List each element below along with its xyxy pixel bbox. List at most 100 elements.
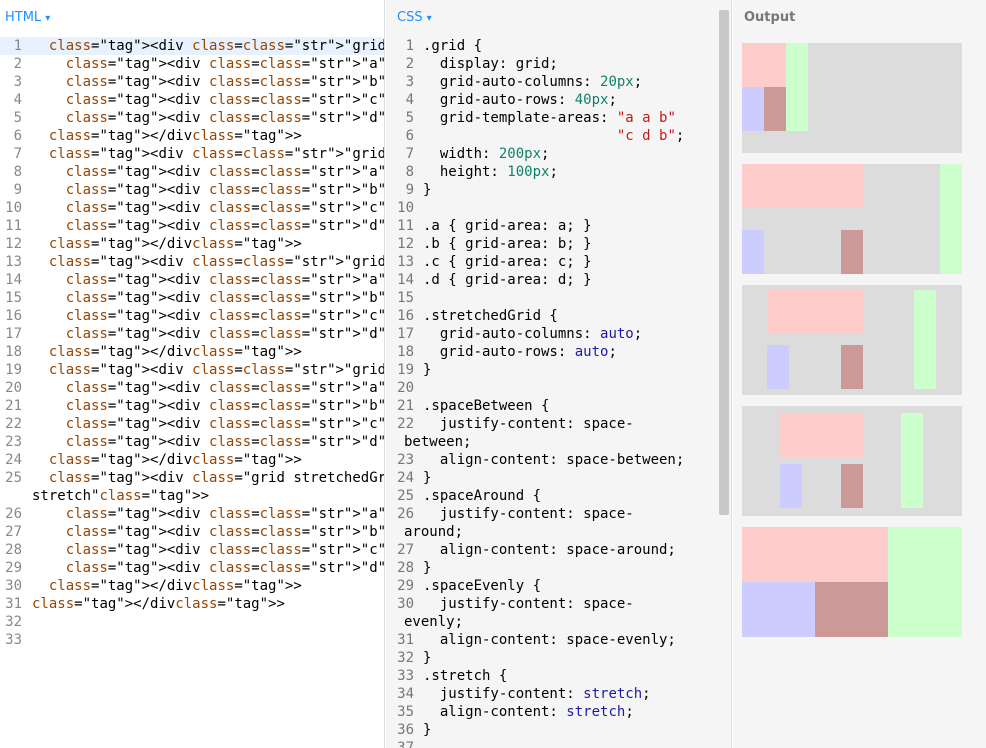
css-pane-header[interactable]: CSS▾ [397,10,432,25]
code-line[interactable]: 7 width: 200px; [386,145,717,163]
css-scrollbar[interactable] [719,10,729,515]
code-line[interactable]: 26 justify-content: space- [386,505,717,523]
chevron-down-icon[interactable]: ▾ [45,13,51,24]
css-code-editor[interactable]: 1.grid {2 display: grid;3 grid-auto-colu… [386,37,717,748]
code-line[interactable]: 30 justify-content: space- [386,595,717,613]
code-line[interactable]: 21 class="tag"><div class=class="str">"b… [0,397,384,415]
code-line[interactable]: 23 class="tag"><div class=class="str">"d… [0,433,384,451]
code-line[interactable]: 12 class="tag"></divclass="tag">> [0,235,384,253]
code-line[interactable]: 25.spaceAround { [386,487,717,505]
code-line[interactable]: 20 [386,379,717,397]
code-line[interactable]: between; [386,433,717,451]
line-number: 27 [5,524,22,540]
code-line[interactable]: 20 class="tag"><div class=class="str">"a… [0,379,384,397]
code-line[interactable]: 34 justify-content: stretch; [386,685,717,703]
code-line[interactable]: 32 [0,613,384,631]
code-line[interactable]: 22 class="tag"><div class=class="str">"c… [0,415,384,433]
code-line[interactable]: 8 class="tag"><div class=class="str">"a"… [0,163,384,181]
code-line[interactable]: 6 "c d b"; [386,127,717,145]
code-line[interactable]: 10 class="tag"><div class=class="str">"c… [0,199,384,217]
code-line[interactable]: 23 align-content: space-between; [386,451,717,469]
line-text: class="tag"><div class=class="str">"d"cl… [65,326,385,342]
code-line[interactable]: 12.b { grid-area: b; } [386,235,717,253]
line-text: class="tag"><div class=class="str">"a"cl… [65,164,385,180]
code-line[interactable]: 35 align-content: stretch; [386,703,717,721]
code-line[interactable]: 29.spaceEvenly { [386,577,717,595]
css-editor-pane[interactable]: CSS▾ 1.grid {2 display: grid;3 grid-auto… [386,0,732,748]
html-code-editor[interactable]: 1 class="tag"><div class=class="str">"gr… [0,37,384,649]
code-line[interactable]: 31 align-content: space-evenly; [386,631,717,649]
code-line[interactable]: 13.c { grid-area: c; } [386,253,717,271]
code-line[interactable]: 22 justify-content: space- [386,415,717,433]
line-text: class="tag"><div class=class="str">"d"cl… [65,560,385,576]
line-number: 28 [397,560,414,576]
code-line[interactable]: 32} [386,649,717,667]
code-line[interactable]: 15 class="tag"><div class=class="str">"b… [0,289,384,307]
code-line[interactable]: 21.spaceBetween { [386,397,717,415]
code-line[interactable]: 24 class="tag"></divclass="tag">> [0,451,384,469]
code-line[interactable]: 5 grid-template-areas: "a a b" [386,109,717,127]
code-line[interactable]: 28} [386,559,717,577]
code-line[interactable]: 11.a { grid-area: a; } [386,217,717,235]
code-line[interactable]: 10 [386,199,717,217]
code-line[interactable]: 18 grid-auto-rows: auto; [386,343,717,361]
code-line[interactable]: 18 class="tag"></divclass="tag">> [0,343,384,361]
code-line[interactable]: 19 class="tag"><div class=class="str">"g… [0,361,384,379]
code-line[interactable]: evenly; [386,613,717,631]
code-line[interactable]: 4 grid-auto-rows: 40px; [386,91,717,109]
code-line[interactable]: 2 display: grid; [386,55,717,73]
code-line[interactable]: 33 [0,631,384,649]
code-line[interactable]: 1.grid { [386,37,717,55]
grid-item-d [841,464,863,508]
code-line[interactable]: 17 grid-auto-columns: auto; [386,325,717,343]
code-line[interactable]: 19} [386,361,717,379]
code-line[interactable]: 25 class="tag"><div class="grid stretche… [0,469,384,487]
line-number: 25 [5,470,22,486]
line-number: 24 [5,452,22,468]
code-line[interactable]: 27 class="tag"><div class=class="str">"b… [0,523,384,541]
line-text: evenly; [404,614,464,630]
code-line[interactable]: around; [386,523,717,541]
grid-item-b [940,164,962,274]
code-line[interactable]: stretch"class="tag">> [0,487,384,505]
chevron-down-icon[interactable]: ▾ [426,13,432,24]
line-text: justify-content: space- [423,416,634,432]
line-text: class="tag"><div class=class="str">"grid… [48,38,385,54]
code-line[interactable]: 16.stretchedGrid { [386,307,717,325]
line-number: 19 [397,362,414,378]
code-line[interactable]: 2 class="tag"><div class=class="str">"a"… [0,55,384,73]
code-line[interactable]: 33.stretch { [386,667,717,685]
code-line[interactable]: 17 class="tag"><div class=class="str">"d… [0,325,384,343]
code-line[interactable]: 5 class="tag"><div class=class="str">"d"… [0,109,384,127]
code-line[interactable]: 13 class="tag"><div class=class="str">"g… [0,253,384,271]
code-line[interactable]: 7 class="tag"><div class=class="str">"gr… [0,145,384,163]
line-number: 13 [5,254,22,270]
code-line[interactable]: 1 class="tag"><div class=class="str">"gr… [0,37,384,55]
code-line[interactable]: 30 class="tag"></divclass="tag">> [0,577,384,595]
code-line[interactable]: 9 class="tag"><div class=class="str">"b"… [0,181,384,199]
line-number: 33 [5,632,22,648]
line-number: 11 [397,218,414,234]
line-number: 9 [13,182,22,198]
code-line[interactable]: 27 align-content: space-around; [386,541,717,559]
code-line[interactable]: 14.d { grid-area: d; } [386,271,717,289]
code-line[interactable]: 9} [386,181,717,199]
code-line[interactable]: 29 class="tag"><div class=class="str">"d… [0,559,384,577]
code-line[interactable]: 15 [386,289,717,307]
code-line[interactable]: 3 class="tag"><div class=class="str">"b"… [0,73,384,91]
code-line[interactable]: 14 class="tag"><div class=class="str">"a… [0,271,384,289]
code-line[interactable]: 3 grid-auto-columns: 20px; [386,73,717,91]
code-line[interactable]: 16 class="tag"><div class=class="str">"c… [0,307,384,325]
code-line[interactable]: 24} [386,469,717,487]
code-line[interactable]: 36} [386,721,717,739]
code-line[interactable]: 6 class="tag"></divclass="tag">> [0,127,384,145]
code-line[interactable]: 8 height: 100px; [386,163,717,181]
code-line[interactable]: 37 [386,739,717,748]
code-line[interactable]: 28 class="tag"><div class=class="str">"c… [0,541,384,559]
code-line[interactable]: 4 class="tag"><div class=class="str">"c"… [0,91,384,109]
code-line[interactable]: 26 class="tag"><div class=class="str">"a… [0,505,384,523]
code-line[interactable]: 11 class="tag"><div class=class="str">"d… [0,217,384,235]
html-pane-header[interactable]: HTML▾ [5,10,50,25]
html-editor-pane[interactable]: HTML▾ 1 class="tag"><div class=class="st… [0,0,385,748]
